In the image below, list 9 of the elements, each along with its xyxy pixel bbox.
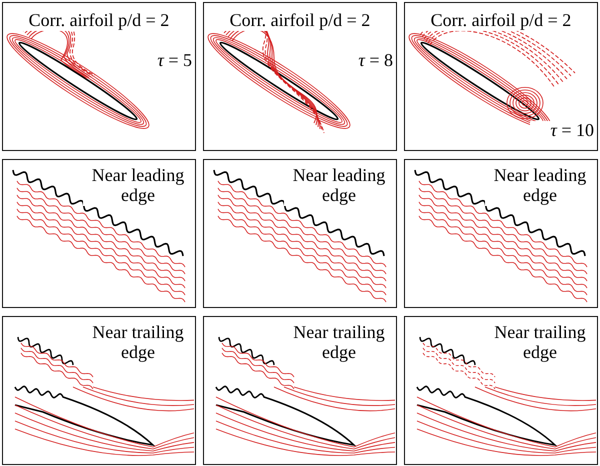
plot-panel xyxy=(203,2,397,151)
plot-panel xyxy=(2,2,196,151)
plot-panel xyxy=(2,159,196,308)
plot-panel xyxy=(2,316,196,465)
plot-panel xyxy=(203,316,397,465)
plot-panel xyxy=(404,2,598,151)
plot-panel xyxy=(203,159,397,308)
plot-panel xyxy=(404,159,598,308)
plot-panel xyxy=(404,316,598,465)
